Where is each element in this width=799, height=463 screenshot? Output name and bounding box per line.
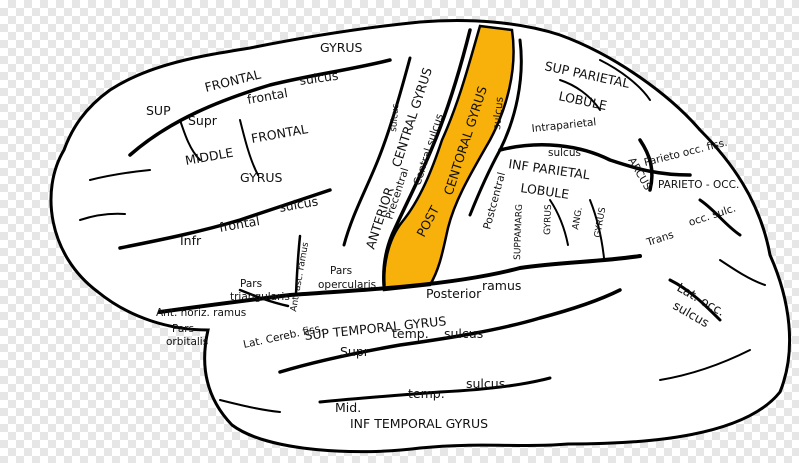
label-mid: Mid. — [335, 400, 361, 415]
label-frontal-mid: frontal — [246, 85, 289, 107]
label-lobule-low: LOBULE — [520, 180, 571, 202]
label-sulcus-temp: sulcus — [444, 326, 483, 341]
label-supr-temp: Supr — [340, 344, 370, 359]
label-temp-mid: temp. — [408, 386, 445, 401]
label-pars-tri-2: triangularis — [230, 291, 290, 303]
label-temp: temp. — [392, 326, 429, 341]
label-posterior: Posterior — [426, 286, 482, 301]
label-pars-oper-1: Pars — [330, 265, 352, 277]
label-sulcus-top: sulcus — [298, 68, 339, 88]
label-sulcus-low: sulcus — [278, 193, 319, 215]
label-gyrus-sm: GYRUS — [543, 204, 554, 235]
label-ang: ANG. — [571, 206, 585, 230]
sulci-lines — [79, 28, 766, 413]
label-pars-tri-1: Pars — [240, 278, 262, 290]
label-pars-orb-1: Pars — [172, 323, 194, 335]
label-supr: Supr — [188, 113, 218, 128]
label-gyrus-top: GYRUS — [320, 40, 363, 55]
label-parieto-occ: PARIETO - OCC. — [658, 179, 739, 191]
label-gyrus-mid: GYRUS — [240, 170, 283, 185]
label-sulcus-precentral: sulcus — [389, 103, 401, 132]
label-sulcus-post: sulcus — [491, 96, 506, 130]
label-ant-horiz-ramus: Ant. horiz. ramus — [156, 307, 246, 319]
label-infr: Infr — [180, 233, 202, 248]
label-sulcus-ip: sulcus — [548, 147, 581, 159]
label-ramus: ramus — [482, 278, 521, 293]
label-pars-orb-2: orbitalis — [166, 336, 208, 348]
label-pars-oper-2: opercularis — [318, 279, 376, 291]
label-sup: SUP — [146, 103, 171, 118]
label-inf-temporal-gyrus: INF TEMPORAL GYRUS — [350, 416, 488, 431]
label-suppamarg: SUPPAMARG — [513, 204, 525, 260]
label-sulcus-mid: sulcus — [466, 376, 505, 391]
label-frontal-low: frontal — [218, 213, 261, 235]
